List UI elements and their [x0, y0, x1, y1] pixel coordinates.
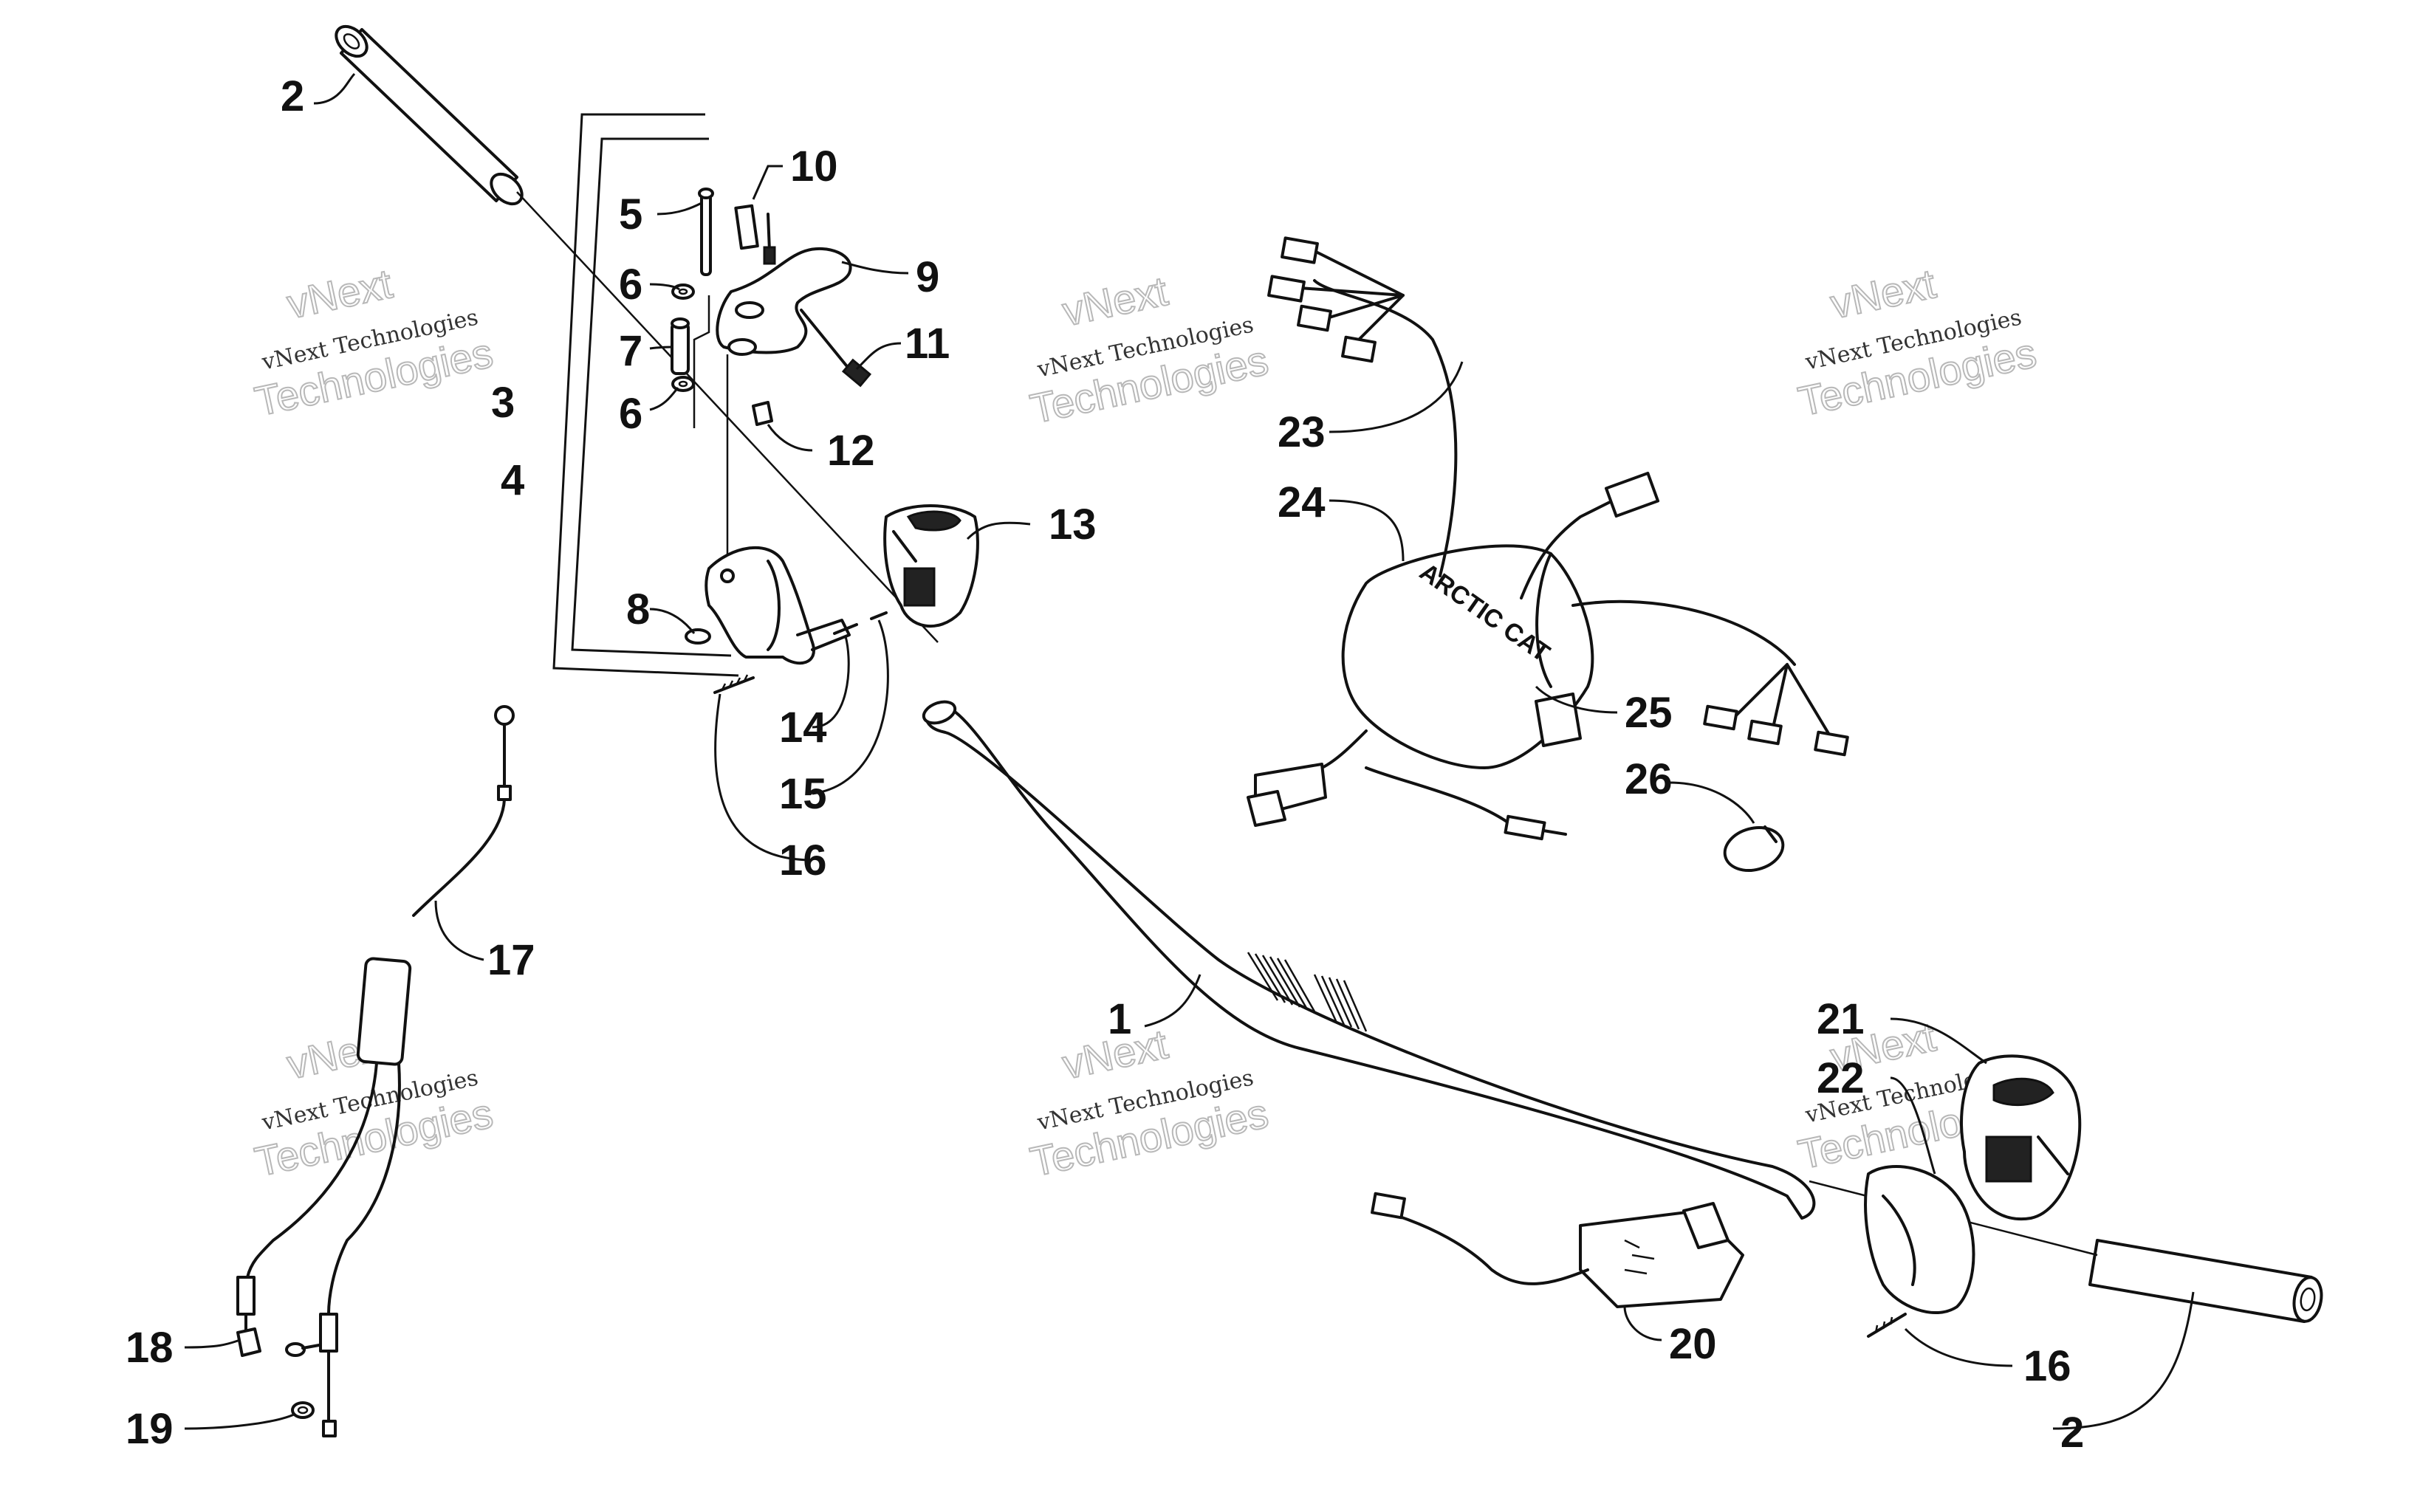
callout-26: 26: [1625, 755, 1673, 803]
svg-text:vNext: vNext: [1058, 267, 1172, 334]
switch-housing-right-cover: [1864, 1165, 1975, 1314]
callout-25: 25: [1625, 689, 1673, 737]
callout-20: 20: [1669, 1320, 1717, 1368]
callout-6-lower: 6: [619, 390, 642, 438]
callout-16-left: 16: [779, 836, 827, 884]
callout-22: 22: [1817, 1054, 1865, 1102]
callout-labels: 1 2 2 3 4 5 6 6 7 8 9 10 11 12 13 14 15 …: [126, 72, 2084, 1457]
screw-a: [833, 623, 858, 635]
svg-text:vNext: vNext: [1826, 260, 1940, 327]
callout-13: 13: [1049, 501, 1097, 549]
washer: [685, 628, 711, 645]
callout-12: 12: [827, 427, 875, 475]
callout-24: 24: [1278, 478, 1326, 526]
watermark-top-left: vNext vNext Technologies Technologies: [250, 259, 498, 425]
callout-23: 23: [1278, 408, 1326, 456]
o-ring: [291, 1401, 315, 1419]
throttle-housing: [705, 546, 851, 665]
callout-3: 3: [491, 379, 515, 427]
callout-14: 14: [779, 704, 827, 752]
callout-6-upper: 6: [619, 261, 642, 309]
callout-4: 4: [501, 456, 524, 504]
watermark-top-right: vNext vNext Technologies Technologies: [1794, 259, 2041, 425]
cable-clamp: [1723, 825, 1785, 872]
callout-21: 21: [1817, 995, 1865, 1043]
handlebar: [922, 700, 1816, 1220]
callout-2-left: 2: [281, 72, 304, 120]
switch-housing-right: [1960, 1054, 2082, 1221]
callout-16-right: 16: [2023, 1342, 2071, 1390]
callout-17: 17: [487, 936, 535, 984]
screw-b: [870, 611, 888, 620]
callout-19: 19: [126, 1405, 174, 1453]
sleeve: [671, 317, 690, 375]
grip-left: [335, 24, 524, 206]
svg-text:vNext: vNext: [283, 260, 397, 327]
callout-10: 10: [790, 142, 838, 190]
brake-switch: [734, 204, 776, 265]
switch-housing-left: [883, 504, 979, 628]
throttle-cable: [236, 705, 515, 1437]
screw-c: [713, 674, 755, 694]
clip: [752, 401, 773, 426]
brake-lever: [716, 247, 872, 388]
callout-2-right: 2: [2060, 1409, 2084, 1457]
wiring-harness: [1247, 236, 1849, 841]
bracket-group-3-4: [552, 113, 739, 677]
watermark-bottom-center: vNext vNext Technologies Technologies: [1026, 1020, 1273, 1186]
callout-9: 9: [916, 253, 939, 301]
cable-fitting: [236, 1327, 321, 1357]
watermark-top-center: vNext vNext Technologies Technologies: [1026, 267, 1273, 433]
callout-5: 5: [619, 190, 642, 238]
screw-right: [1867, 1313, 1907, 1338]
guide-line-a: [693, 295, 710, 428]
callout-7: 7: [619, 327, 642, 375]
grip-right: [2088, 1239, 2323, 1323]
callout-18: 18: [126, 1324, 174, 1372]
heater-element: [1371, 1192, 1744, 1308]
pin: [698, 188, 714, 276]
leader-lines: [184, 72, 2195, 1430]
callout-8: 8: [626, 585, 650, 633]
callout-15: 15: [779, 770, 827, 818]
handlebar-knurl: [1247, 952, 1368, 1032]
callout-1: 1: [1108, 995, 1131, 1043]
callout-11: 11: [905, 320, 950, 368]
